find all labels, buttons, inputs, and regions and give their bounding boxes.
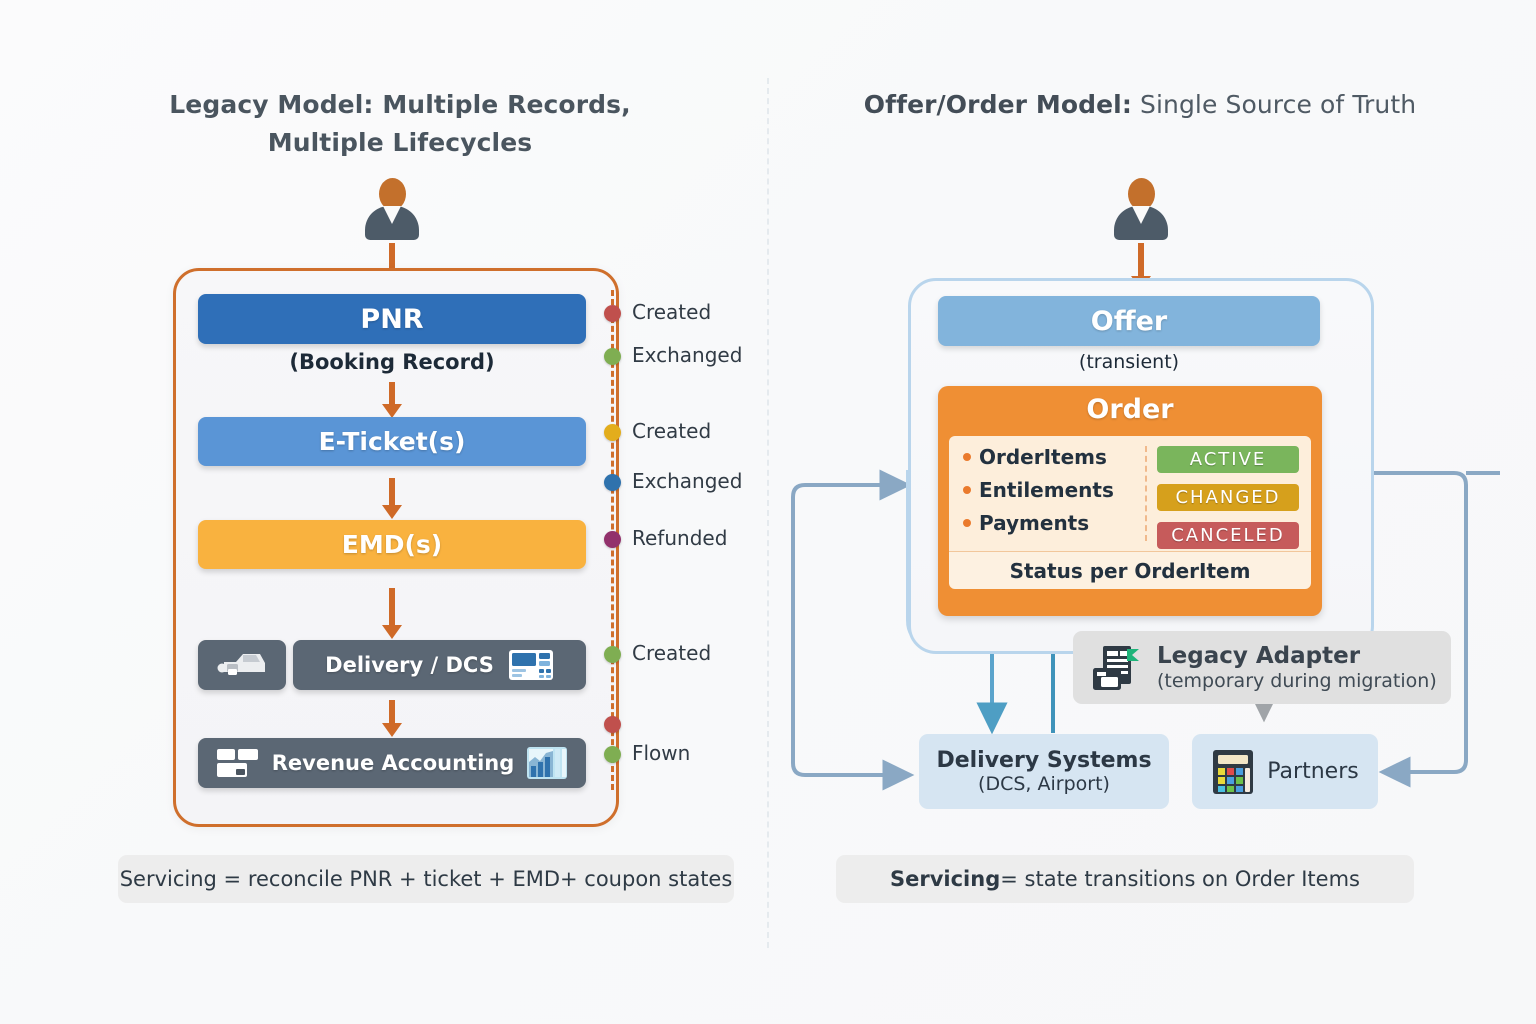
box-revenue-accounting[interactable]: Revenue Accounting	[198, 738, 586, 788]
order-item-0: OrderItems	[963, 445, 1143, 469]
legacy-adapter-title: Legacy Adapter	[1157, 642, 1361, 669]
arrow-pnr-to-eticket	[382, 382, 402, 418]
ledger-cards-icon	[216, 749, 258, 777]
order-item-2: Payments	[963, 511, 1143, 535]
left-title-line1: Legacy Model:	[169, 90, 374, 119]
baggage-vehicle-icon-tile	[198, 640, 286, 690]
left-caption: Servicing = reconcile PNR + ticket + EMD…	[118, 855, 734, 903]
customer-avatar-left	[363, 178, 421, 244]
box-eticket[interactable]: E-Ticket(s)	[198, 417, 586, 466]
avatar-head-icon-right	[1128, 178, 1155, 210]
lifecycle-label-4: Refunded	[632, 526, 728, 550]
left-caption-text: Servicing = reconcile PNR + ticket + EMD…	[119, 867, 733, 891]
lifecycle-label-0: Created	[632, 300, 712, 324]
order-title: Order	[1086, 394, 1174, 425]
lifecycle-label-7: Flown	[632, 741, 691, 765]
delivery-systems-box[interactable]: Delivery Systems (DCS, Airport)	[919, 734, 1169, 809]
arrow-emd-to-dcs	[382, 588, 402, 639]
partners-label: Partners	[1267, 759, 1359, 784]
status-badge-canceled: CANCELED	[1157, 522, 1299, 549]
offer-subtitle: (transient)	[1078, 351, 1180, 373]
right-title-bold: Offer/Order Model:	[863, 90, 1132, 119]
box-offer[interactable]: Offer	[938, 296, 1320, 346]
arrow-eticket-to-emd	[382, 478, 402, 519]
pnr-subtitle: (Booking Record)	[289, 350, 495, 374]
left-panel-title: Legacy Model: Multiple Records, Multiple…	[120, 86, 680, 162]
arrow-person-to-offer	[1131, 243, 1151, 290]
box-revenue-accounting-label: Revenue Accounting	[271, 751, 515, 775]
order-footer: Status per OrderItem	[949, 551, 1311, 589]
lifecycle-label-5: Created	[632, 641, 712, 665]
right-caption-bold: Servicing	[890, 867, 1001, 891]
document-card-icon	[1093, 645, 1139, 690]
box-pnr-label: PNR	[360, 303, 424, 335]
arrow-dcs-to-revenue	[382, 700, 402, 737]
box-delivery-dcs[interactable]: Delivery / DCS	[293, 640, 586, 690]
baggage-vehicle-icon	[217, 654, 265, 675]
left-title-line2: Multiple Lifecycles	[267, 128, 533, 157]
lifecycle-label-2: Created	[632, 419, 712, 443]
box-delivery-dcs-label: Delivery / DCS	[325, 653, 494, 677]
left-title-line1-rest: Multiple Records,	[373, 90, 631, 119]
order-item-1: Entilements	[963, 478, 1143, 502]
status-badge-changed: CHANGED	[1157, 484, 1299, 511]
calculator-icon	[1213, 749, 1254, 794]
delivery-systems-subtitle: (DCS, Airport)	[978, 773, 1110, 795]
avatar-head-icon	[379, 178, 406, 210]
box-offer-label: Offer	[1090, 305, 1168, 337]
order-divider	[1145, 446, 1147, 541]
boarding-screen-icon	[508, 650, 553, 680]
legacy-adapter-box[interactable]: Legacy Adapter (temporary during migrati…	[1073, 631, 1451, 704]
lifecycle-label-1: Exchanged	[632, 343, 743, 367]
lifecycle-label-3: Exchanged	[632, 469, 743, 493]
analytics-chart-icon	[527, 747, 568, 779]
customer-avatar-right	[1112, 178, 1170, 244]
right-panel-title: Offer/Order Model: Single Source of Trut…	[810, 86, 1470, 124]
box-pnr[interactable]: PNR	[198, 294, 586, 344]
partners-box[interactable]: Partners	[1192, 734, 1378, 809]
box-emd[interactable]: EMD(s)	[198, 520, 586, 569]
status-badge-active: ACTIVE	[1157, 446, 1299, 473]
right-caption: Servicing = state transitions on Order I…	[836, 855, 1414, 903]
lifecycle-rail	[611, 290, 614, 790]
order-status-badges: ACTIVE CHANGED CANCELED	[1157, 436, 1311, 551]
panel-divider	[767, 78, 769, 948]
right-caption-rest: = state transitions on Order Items	[1000, 867, 1360, 891]
delivery-systems-title: Delivery Systems	[936, 748, 1152, 773]
box-emd-label: EMD(s)	[341, 530, 443, 559]
legacy-adapter-subtitle: (temporary during migration)	[1157, 669, 1437, 692]
box-eticket-label: E-Ticket(s)	[318, 427, 466, 456]
right-title-rest: Single Source of Truth	[1131, 90, 1417, 119]
